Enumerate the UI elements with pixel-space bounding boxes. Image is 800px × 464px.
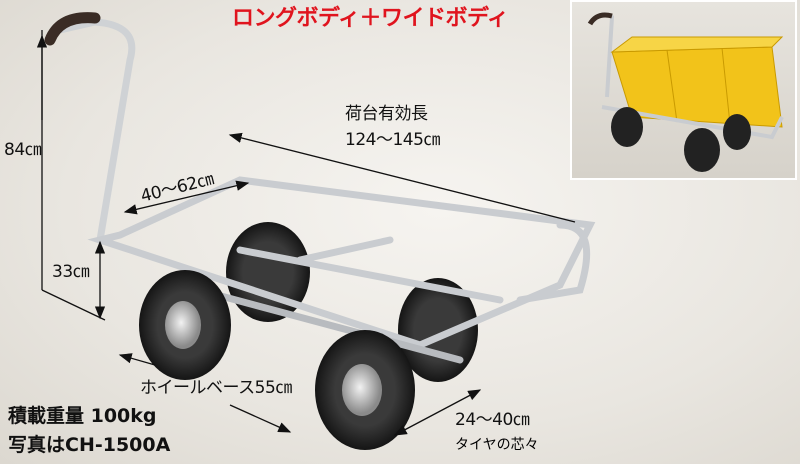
wheelbase-label: ホイールベース55㎝ (140, 378, 292, 398)
bed-height-label: 33㎝ (52, 262, 90, 282)
inset-photo-with-crates (570, 0, 797, 180)
photo-model: 写真はCH-1500A (8, 434, 171, 456)
tread-caption: タイヤの芯々 (455, 437, 539, 453)
height-total-label: 84㎝ (4, 140, 42, 160)
headline: ロングボディ＋ワイドボディ (232, 6, 509, 31)
bed-length-caption: 荷台有効長 (345, 104, 428, 124)
bed-length-label: 124〜145㎝ (345, 130, 440, 150)
handle-grip (44, 12, 101, 46)
dimension-lines (36, 30, 576, 436)
tread-label: 24〜40㎝ (455, 410, 530, 430)
crate-cart-image (587, 12, 784, 172)
wheel-rear-left (226, 222, 310, 322)
wheel-front-right (315, 330, 415, 450)
wheel-front-left (139, 270, 231, 380)
load-capacity: 積載重量 100kg (8, 405, 157, 427)
